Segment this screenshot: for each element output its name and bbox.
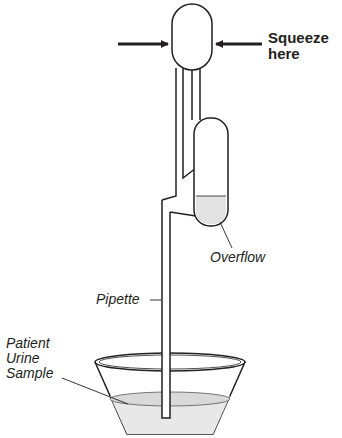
pipette-tube-right: [192, 68, 200, 120]
overflow-liquid: [196, 196, 226, 224]
leader-line: [62, 378, 128, 404]
instruction-label: Squeeze here: [268, 30, 338, 62]
overflow-neck: [170, 212, 196, 216]
part-label: Patient Urine Sample: [6, 336, 70, 381]
squeeze-arrow-right: [216, 43, 262, 46]
squeeze-arrow-left: [118, 43, 168, 46]
part-label: Pipette: [96, 292, 156, 307]
leader-line: [220, 222, 232, 248]
squeeze-bulb: [172, 4, 212, 70]
overflow-level: [196, 196, 226, 197]
overflow-chamber: [194, 118, 228, 226]
pipette-stem: [162, 200, 170, 418]
pipette-tube-left: [162, 68, 176, 200]
part-label: Overflow: [210, 250, 320, 265]
leader-line: [150, 300, 161, 301]
